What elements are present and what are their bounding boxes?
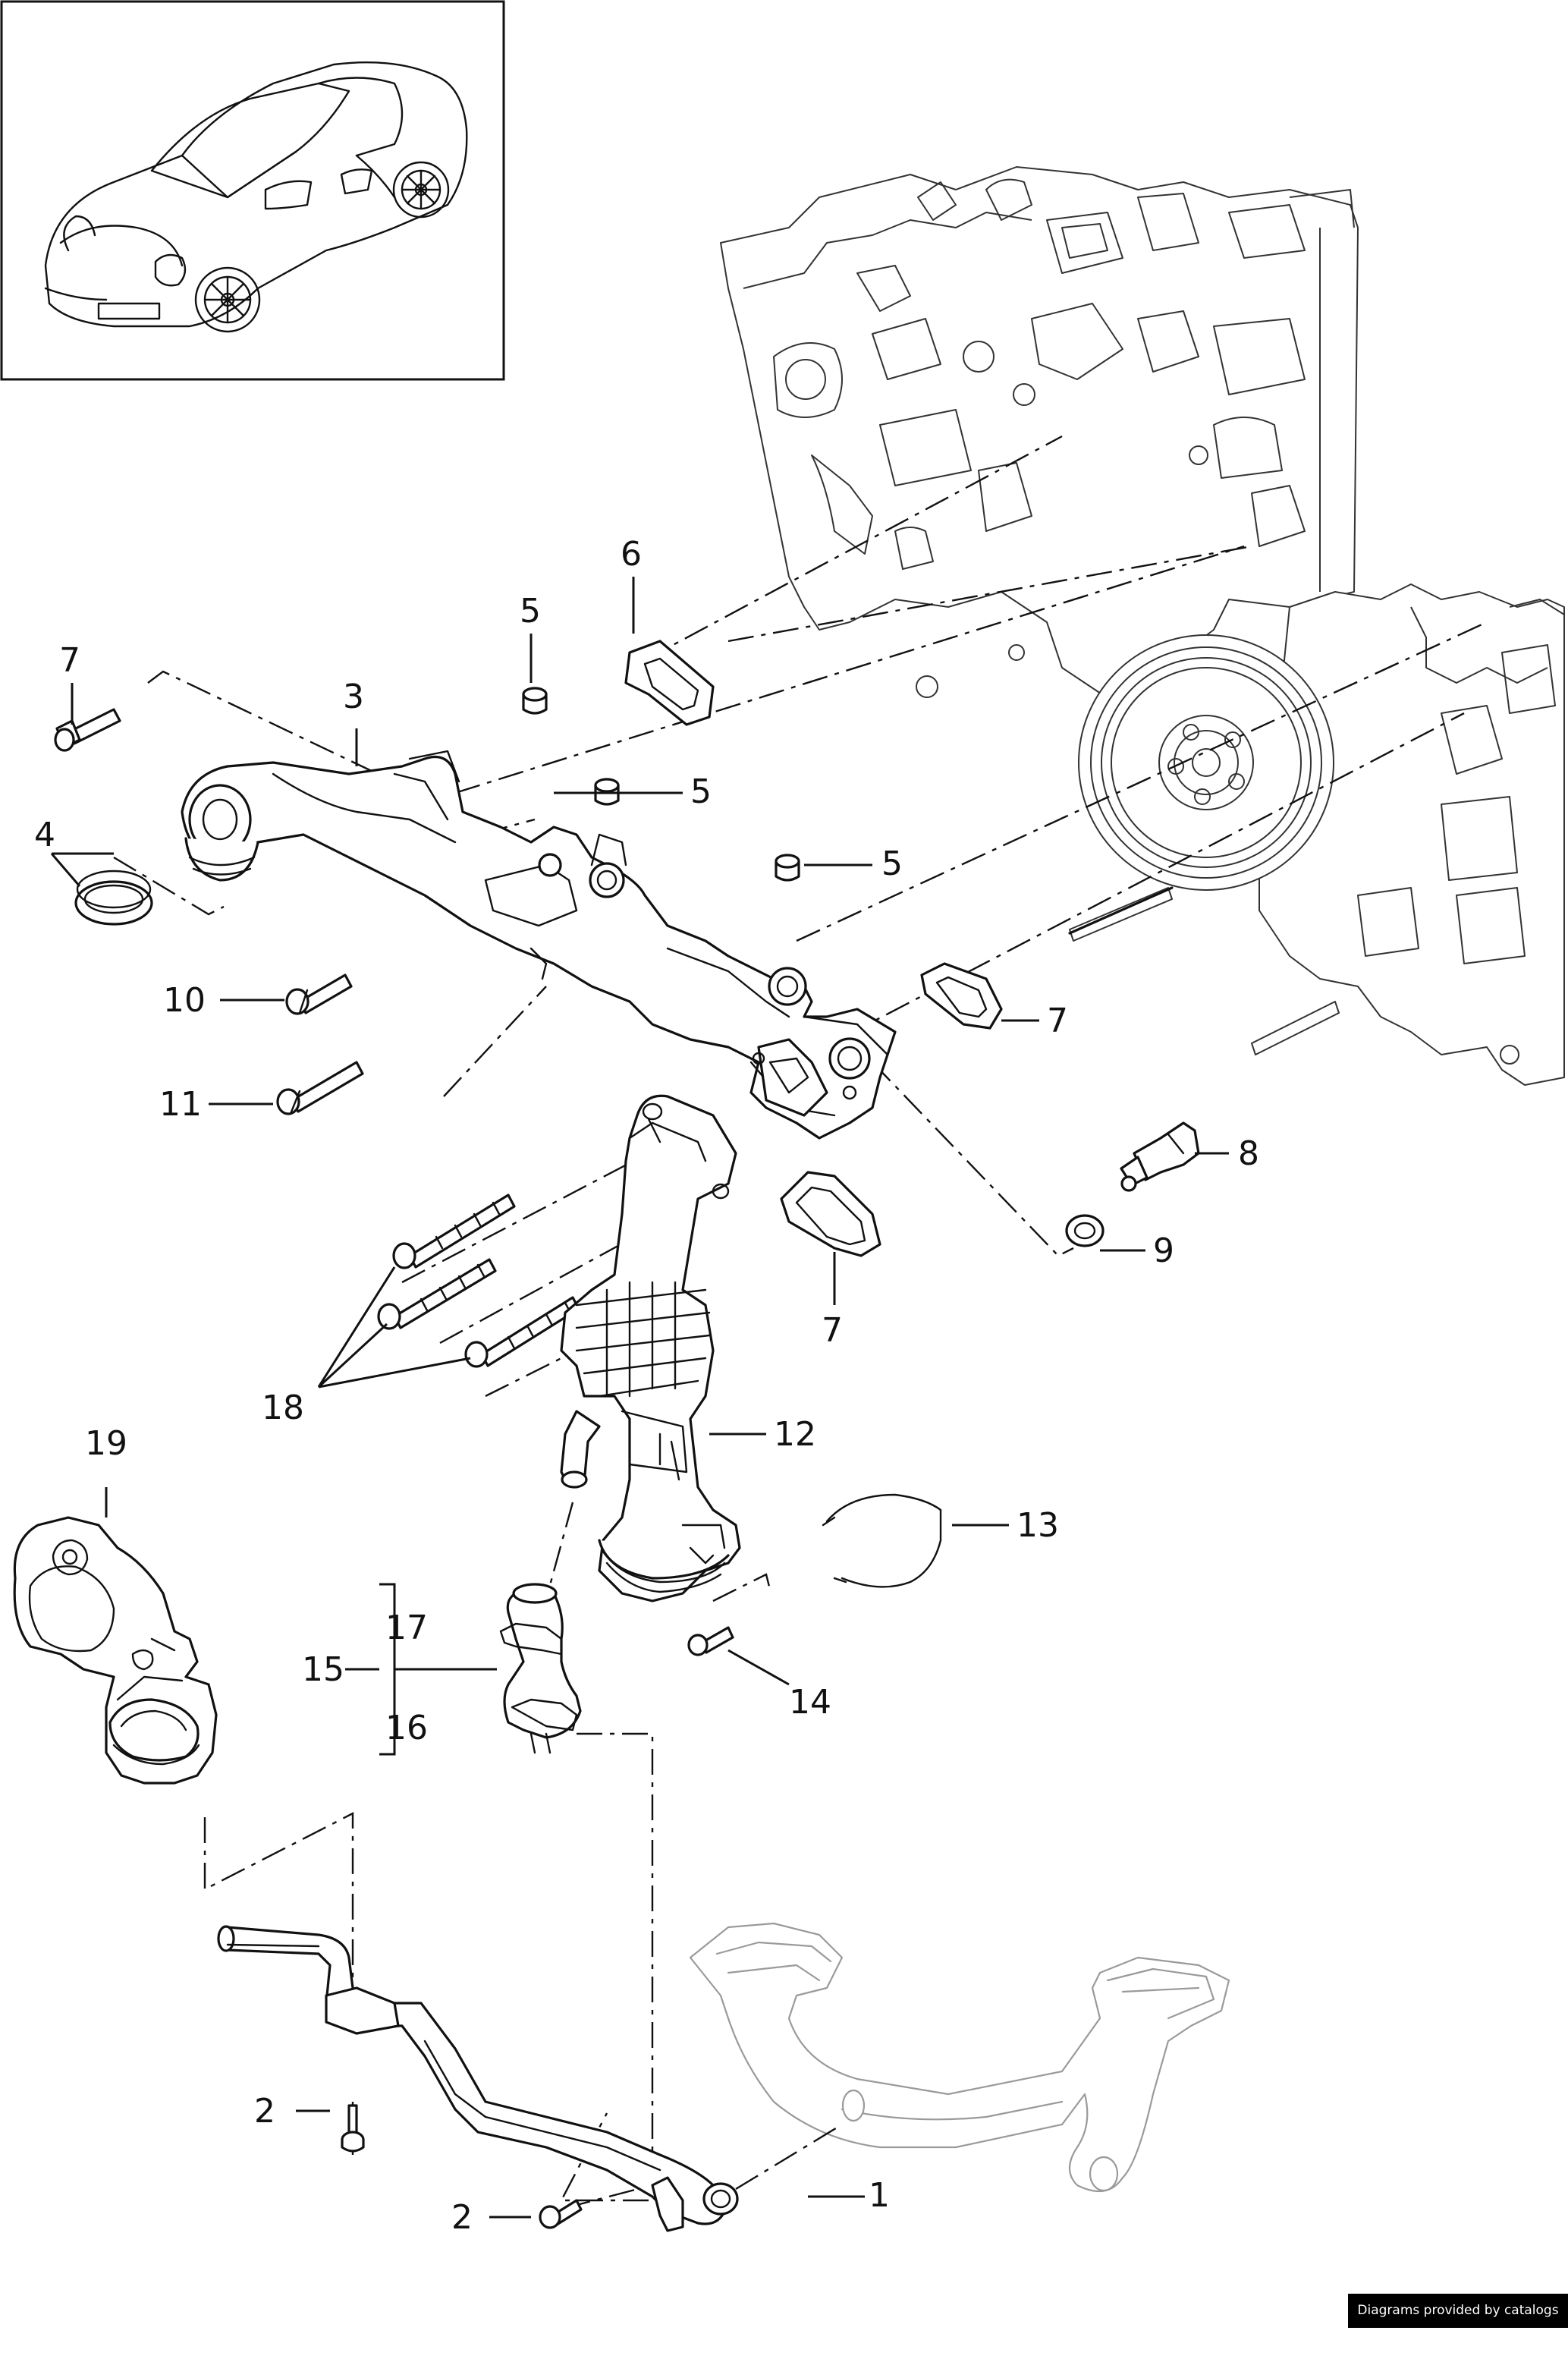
assembly-leaders	[113, 435, 1488, 2209]
car-thumbnail	[0, 0, 505, 381]
callout-1: 1	[869, 2176, 890, 2215]
gasket-6	[624, 640, 715, 726]
callout-16: 16	[385, 1709, 428, 1747]
engine-rear-section	[1258, 583, 1565, 1086]
coolant-housing-19	[13, 1516, 218, 1785]
crank-pulley	[1069, 634, 1340, 1055]
lower-coolant-manifold	[689, 1922, 1230, 2193]
engine-studs	[1068, 886, 1174, 935]
credit-banner: Diagrams provided by catalogs parts	[1348, 2294, 1568, 2352]
sleeve-5b	[594, 778, 620, 806]
callout-5-top: 5	[520, 592, 541, 631]
callout-5-mid: 5	[690, 772, 712, 811]
bolt-7-top	[54, 708, 121, 752]
bolt-14	[687, 1626, 734, 1656]
callout-19: 19	[85, 1424, 127, 1463]
o-ring	[74, 870, 153, 926]
callout-17: 17	[385, 1609, 428, 1647]
gasket-7-lower	[780, 1171, 881, 1257]
bolt-18-b	[377, 1258, 497, 1330]
sleeve-5a	[522, 687, 548, 715]
engine-block	[720, 166, 1359, 699]
callout-12: 12	[774, 1415, 816, 1454]
callout-15: 15	[302, 1650, 344, 1689]
bolt-18-a	[392, 1194, 516, 1269]
callout-9: 9	[1153, 1231, 1174, 1270]
coolant-distributor	[181, 750, 897, 1140]
spring-clip	[822, 1493, 942, 1588]
callout-6: 6	[621, 535, 642, 574]
callout-4: 4	[34, 816, 55, 854]
bolt-11	[276, 1061, 364, 1115]
thermostat-housing	[560, 1094, 741, 1602]
bolt-2-lower	[539, 2199, 583, 2229]
callout-2-upper: 2	[254, 2092, 275, 2131]
callout-7-top: 7	[59, 641, 80, 680]
callout-10: 10	[163, 981, 206, 1020]
callout-leaders	[50, 577, 1229, 2219]
temp-sensor	[1120, 1121, 1200, 1192]
callout-5-right: 5	[881, 844, 903, 883]
callout-13: 13	[1017, 1506, 1059, 1545]
callout-8: 8	[1238, 1134, 1259, 1173]
callout-11: 11	[159, 1085, 202, 1124]
callout-7-lower: 7	[822, 1311, 843, 1350]
callout-14: 14	[789, 1683, 831, 1722]
coolant-pipe-1	[217, 1925, 739, 2232]
bolt-2-upper	[341, 2104, 365, 2153]
callout-7-right: 7	[1047, 1002, 1068, 1040]
bolt-18-c	[464, 1296, 580, 1368]
callout-2-lower: 2	[451, 2198, 473, 2237]
callout-18: 18	[262, 1389, 304, 1427]
bolt-10	[285, 973, 353, 1015]
callout-labels: 1 2 2 3 4 5 5 5 6 7 7 7 8 9 10 11 12 13 …	[34, 535, 1259, 2237]
coolant-hose	[499, 1583, 582, 1754]
callout-3: 3	[343, 678, 364, 716]
seal-ring	[1065, 1214, 1105, 1247]
sleeve-5c	[775, 854, 800, 882]
gasket-7-right	[920, 962, 1003, 1030]
